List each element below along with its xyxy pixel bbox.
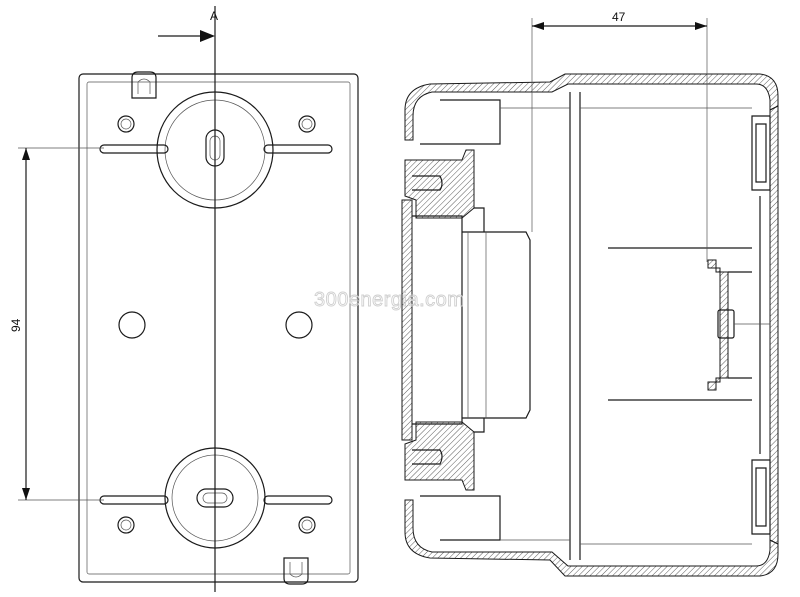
slot-br [263,495,333,505]
lid-front [401,199,413,441]
top-tab [131,71,157,99]
front-view: A 94 [9,6,359,592]
back-clip-top [751,115,771,191]
screw-hole-br [298,516,316,534]
mount-hole-right [285,311,313,339]
screw-hole-tl [117,115,135,133]
lid-inner [412,215,463,425]
section-arrow [200,30,215,42]
bottom-shell [404,499,779,577]
slot-bl [99,495,169,505]
box-outline [78,73,359,583]
top-shell [404,73,779,141]
dim-47-label: 47 [612,10,626,24]
back-clip-bottom [751,459,771,535]
mount-hole-left [118,311,146,339]
screw-hole-tr [298,115,316,133]
screw-hole-bl [117,516,135,534]
section-view: 47 [401,10,779,577]
lid-window [462,231,531,419]
slot-tl [99,144,169,154]
slot-tr [263,144,333,154]
lower-hinge [404,421,475,491]
upper-hinge [404,149,475,219]
section-label: A [210,9,218,23]
watermark: 300energia.com [314,289,464,311]
din-rail [707,259,729,391]
bottom-tab [283,557,309,585]
box-inner-outline [86,81,351,575]
dim-94-label: 94 [9,318,23,332]
back-wall [769,105,779,545]
